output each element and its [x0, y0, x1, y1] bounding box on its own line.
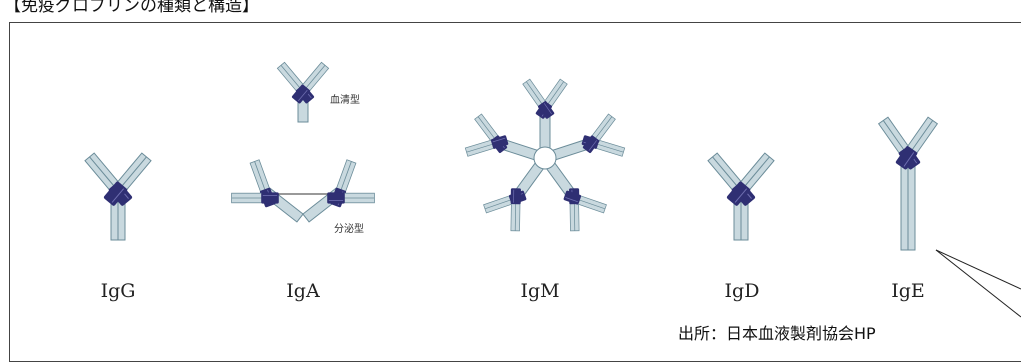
- source-note: 出所：日本血液製剤協会HP: [678, 324, 876, 343]
- iga-serum-label: 血清型: [330, 95, 360, 106]
- iga-label: IgA: [286, 280, 320, 302]
- page-title: 【免疫グロブリンの種類と構造】: [4, 0, 259, 16]
- ige-antibody: [878, 117, 938, 251]
- ige-label: IgE: [891, 280, 925, 302]
- iga-serum-antibody: [277, 62, 329, 123]
- igd-antibody: [707, 152, 775, 241]
- igm-antibody: [463, 79, 628, 236]
- igg-antibody: [84, 152, 152, 241]
- igg-label: IgG: [100, 280, 136, 302]
- iga-secretory-antibody: [232, 160, 375, 223]
- pointer-lines: [935, 249, 1021, 318]
- antibody-diagram: [0, 0, 1021, 318]
- igd-label: IgD: [724, 280, 760, 302]
- iga-secretory-label: 分泌型: [334, 224, 364, 235]
- igm-label: IgM: [520, 280, 560, 302]
